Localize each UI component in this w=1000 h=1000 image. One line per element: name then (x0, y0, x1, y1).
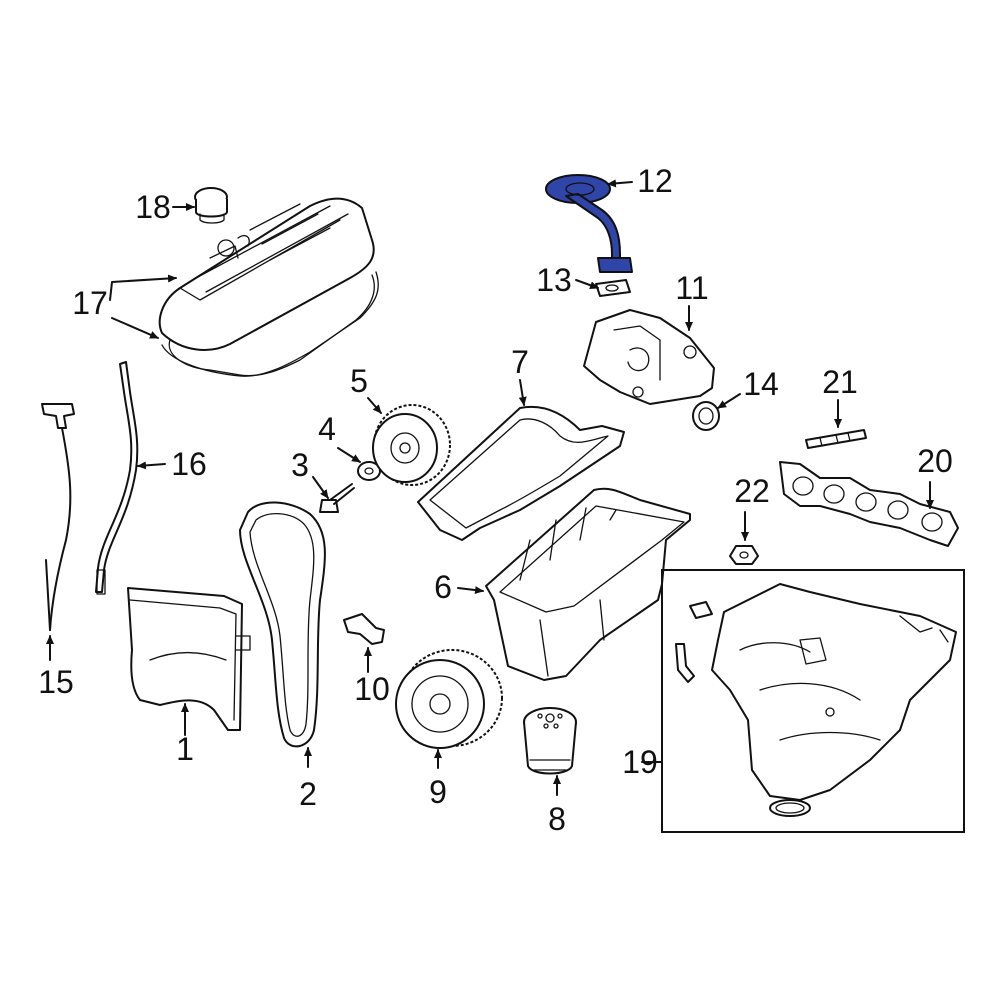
leader-14 (717, 393, 741, 409)
callout-19[interactable]: 19 (622, 744, 658, 780)
leader-17a (109, 274, 177, 301)
callout-9[interactable]: 9 (429, 774, 447, 810)
callout-6[interactable]: 6 (434, 569, 452, 605)
camshaft-sprocket-part[interactable] (372, 404, 451, 486)
callout-1[interactable]: 1 (176, 731, 194, 767)
seal-part[interactable] (692, 401, 720, 431)
intake-manifold-part[interactable] (711, 583, 957, 801)
callout-12[interactable]: 12 (637, 163, 673, 199)
callout-14[interactable]: 14 (743, 366, 779, 402)
manifold-oring-part[interactable] (769, 799, 811, 817)
bolt-part[interactable] (319, 483, 355, 513)
leader-6 (457, 586, 484, 595)
valve-cover-gasket-part[interactable] (161, 271, 379, 377)
callout-13[interactable]: 13 (536, 262, 572, 298)
stud-part[interactable] (805, 429, 867, 449)
crankshaft-pulley-part[interactable] (395, 649, 503, 749)
leader-17b (111, 317, 159, 339)
leader-16 (137, 461, 166, 470)
manifold-elbow-part[interactable] (675, 643, 695, 683)
oil-pan-part[interactable] (485, 487, 691, 681)
manifold-fitting-part[interactable] (689, 601, 713, 619)
intake-manifold-box (661, 569, 965, 833)
leader-5 (367, 397, 382, 414)
callout-20[interactable]: 20 (917, 443, 953, 479)
callout-11[interactable]: 11 (675, 270, 708, 306)
callout-16[interactable]: 16 (171, 446, 207, 482)
leader-3 (312, 476, 329, 499)
callout-4[interactable]: 4 (318, 411, 336, 447)
callout-22[interactable]: 22 (734, 473, 770, 509)
callout-21[interactable]: 21 (822, 364, 858, 400)
leader-4 (337, 447, 361, 463)
timing-belt-part[interactable] (239, 501, 326, 748)
washer-part[interactable] (357, 461, 381, 481)
callout-3[interactable]: 3 (291, 447, 309, 483)
callout-5[interactable]: 5 (350, 363, 368, 399)
oil-pump-part[interactable] (583, 309, 715, 405)
callout-7[interactable]: 7 (511, 344, 529, 380)
callout-2[interactable]: 2 (299, 776, 317, 812)
callout-labels: 1 2 3 4 5 6 7 8 9 10 11 12 13 14 15 16 1… (38, 163, 953, 837)
leader-12 (607, 179, 633, 188)
callout-15[interactable]: 15 (38, 664, 74, 700)
valve-cover-part[interactable] (158, 197, 375, 377)
oil-filter-part[interactable] (523, 707, 577, 775)
callout-10[interactable]: 10 (354, 671, 390, 707)
sensor-part[interactable] (343, 613, 385, 645)
leader-7 (518, 379, 527, 406)
callout-17[interactable]: 17 (72, 285, 108, 321)
callout-8[interactable]: 8 (548, 801, 566, 837)
oil-pan-gasket-part[interactable] (417, 405, 625, 541)
leader-13 (575, 279, 599, 290)
callout-18[interactable]: 18 (135, 189, 171, 225)
dipstick-part[interactable] (41, 403, 75, 631)
nut-part[interactable] (729, 545, 759, 565)
oil-pickup-tube-part[interactable] (545, 174, 633, 273)
intake-gasket-part[interactable] (779, 461, 959, 547)
pickup-gasket-part[interactable] (595, 279, 631, 297)
oil-filler-cap-part[interactable] (194, 187, 228, 224)
timing-cover-part[interactable] (127, 587, 251, 731)
dipstick-tube-part[interactable] (95, 361, 139, 595)
leader-lines (46, 179, 934, 796)
